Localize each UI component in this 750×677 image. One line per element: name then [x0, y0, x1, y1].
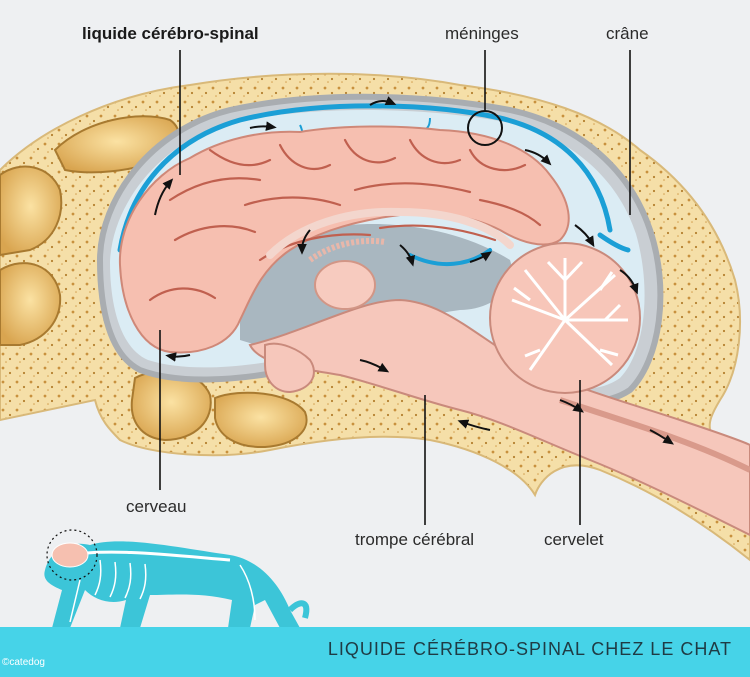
label-meninges: méninges — [445, 24, 519, 43]
thalamus — [314, 260, 376, 310]
cerebral-gyri — [148, 138, 542, 302]
label-brainstem: trompe cérébral — [355, 530, 475, 549]
label-csf: liquide cérébro-spinal — [82, 24, 259, 43]
label-cerebellum: cervelet — [544, 530, 604, 549]
credit-text: ©catedog — [2, 657, 45, 668]
csf-channel — [117, 103, 613, 253]
footer-title: LIQUIDE CÉRÉBRO-SPINAL CHEZ LE CHAT — [327, 639, 732, 659]
csf-channel — [597, 232, 631, 253]
pituitary — [264, 342, 315, 394]
cerebellum — [489, 242, 641, 394]
csf-flow-arrows — [154, 96, 674, 445]
brainstem — [248, 298, 750, 537]
footer-banner: LIQUIDE CÉRÉBRO-SPINAL CHEZ LE CHAT — [0, 627, 750, 677]
nasal-sinus — [0, 165, 63, 257]
leader-lines — [159, 50, 631, 525]
corpus-callosum — [266, 207, 514, 259]
fornix — [308, 237, 386, 263]
nasal-sinus — [0, 262, 62, 346]
ventricle — [240, 224, 512, 351]
nasal-sinus — [214, 391, 308, 449]
cerebrum — [118, 125, 570, 354]
cat-skeleton-illustration — [44, 529, 310, 628]
label-skull: crâne — [606, 24, 649, 43]
label-brain: cerveau — [126, 497, 187, 516]
